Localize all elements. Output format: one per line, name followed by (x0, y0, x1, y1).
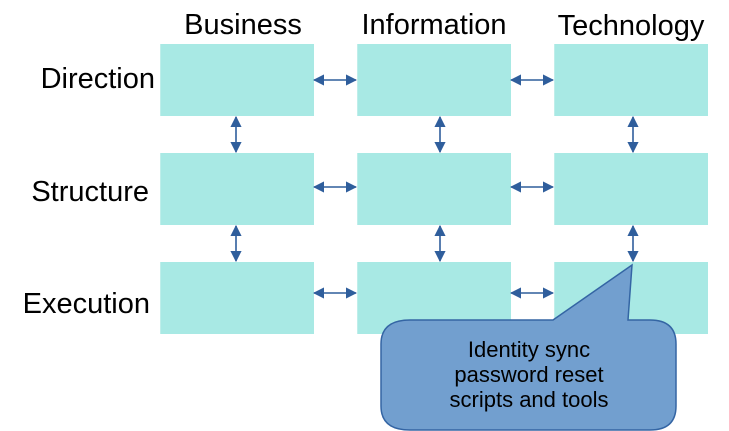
cell-execution-business (160, 262, 314, 334)
row-header-structure: Structure (31, 176, 149, 208)
cell-structure-technology (554, 153, 708, 225)
cell-direction-business (160, 44, 314, 116)
callout-line-3: scripts and tools (449, 386, 609, 412)
callout-bubble (380, 263, 677, 431)
cell-direction-information (357, 44, 511, 116)
column-header-technology: Technology (557, 10, 705, 42)
callout-text: Identity sync password reset scripts and… (384, 337, 674, 413)
cell-structure-information (357, 153, 511, 225)
column-header-business: Business (184, 9, 302, 41)
callout-line-2: password reset (454, 361, 604, 387)
cell-structure-business (160, 153, 314, 225)
cell-direction-technology (554, 44, 708, 116)
row-header-execution: Execution (22, 288, 150, 320)
row-header-direction: Direction (40, 63, 155, 95)
callout-line-1: Identity sync (467, 337, 591, 362)
column-header-information: Information (361, 9, 507, 41)
